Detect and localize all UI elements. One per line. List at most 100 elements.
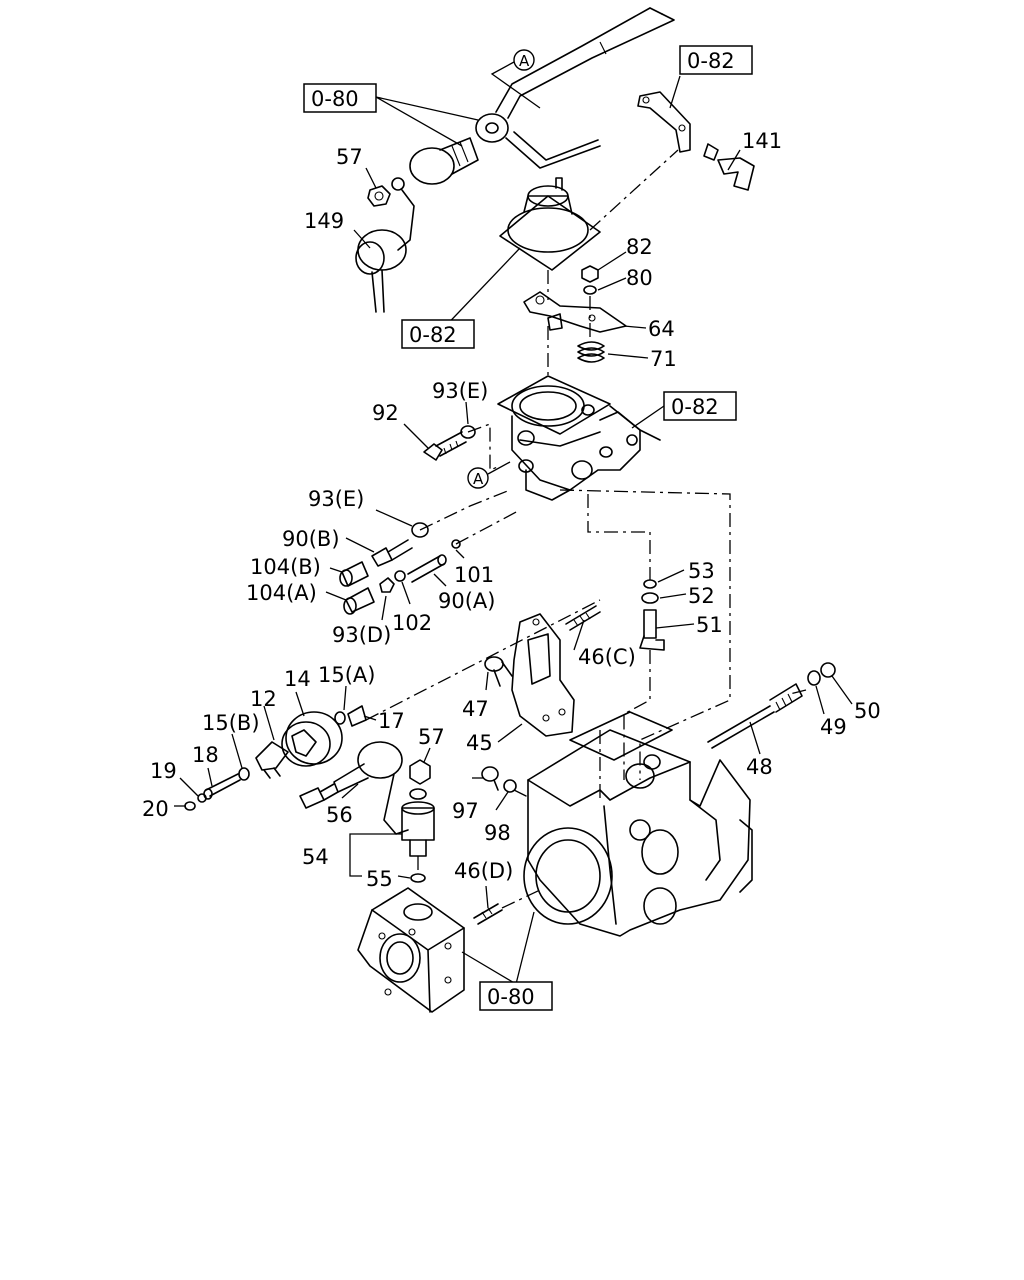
label-49: 49	[820, 715, 847, 739]
label-97: 97	[452, 799, 479, 823]
label-92: 92	[372, 401, 399, 425]
tab-17	[347, 705, 367, 727]
label-52: 52	[688, 584, 715, 608]
solenoid-54	[401, 788, 435, 857]
label-57-lower: 57	[418, 725, 445, 749]
banjo-bolt	[409, 137, 479, 185]
washer-15a	[334, 711, 346, 725]
shaft-48	[707, 683, 803, 749]
label-82: 82	[626, 235, 653, 259]
callout-a-mid: A	[467, 461, 511, 489]
label-104b: 104(B)	[250, 555, 321, 579]
nut-57-lower	[409, 759, 431, 785]
ref-box-0-82-mid-left: 0-82	[401, 319, 475, 349]
label-46d: 46(D)	[454, 859, 513, 883]
part-labels: 57 149 141 82 80 64 71 92 93(E) 93(E) 90…	[142, 129, 881, 891]
plug-104a	[343, 587, 375, 615]
label-141: 141	[742, 129, 782, 153]
label-20: 20	[142, 797, 169, 821]
alignment-lines	[365, 149, 807, 909]
label-71: 71	[650, 347, 677, 371]
nut-93d	[379, 577, 395, 593]
label-54: 54	[302, 845, 329, 869]
label-19: 19	[150, 759, 177, 783]
adapter-block	[357, 887, 465, 1013]
spring-46d	[473, 903, 503, 925]
label-12: 12	[250, 687, 277, 711]
governor-housing	[497, 375, 661, 501]
label-14: 14	[284, 667, 311, 691]
pin-51	[639, 609, 665, 651]
oring-53	[643, 579, 657, 589]
washer-52	[641, 592, 659, 604]
label-80: 80	[626, 266, 653, 290]
gear-14	[281, 711, 343, 767]
washer-102	[394, 570, 406, 582]
label-90b: 90(B)	[282, 527, 340, 551]
bracket-upper-right	[637, 91, 691, 153]
label-50: 50	[854, 699, 881, 723]
ref-box-0-82-mid-right: 0-82	[663, 391, 737, 421]
label-55: 55	[366, 867, 393, 891]
label-17: 17	[378, 709, 405, 733]
label-93d: 93(D)	[332, 623, 391, 647]
callout-a-mid-text: A	[473, 470, 484, 488]
label-47: 47	[462, 697, 489, 721]
label-149: 149	[304, 209, 344, 233]
label-102: 102	[392, 611, 432, 635]
ref-box-0-80-top: 0-80	[303, 83, 377, 113]
ref-box-0-82-top: 0-82	[679, 45, 753, 75]
bolt-92	[423, 431, 467, 461]
label-45: 45	[466, 731, 493, 755]
lever-bracket-45	[511, 613, 575, 737]
sensor-56	[299, 741, 409, 835]
ref-0-80-top: 0-80	[311, 87, 359, 111]
label-57-top: 57	[336, 145, 363, 169]
clamp-141	[703, 143, 755, 191]
nut-82	[581, 265, 599, 283]
washer-98	[503, 779, 517, 793]
label-98: 98	[484, 821, 511, 845]
ref-0-82-mid-left: 0-82	[409, 323, 457, 347]
label-101: 101	[454, 563, 494, 587]
fuel-pipe	[475, 7, 675, 169]
label-56: 56	[326, 803, 353, 827]
spring-46c	[565, 605, 601, 631]
plate-64	[523, 291, 627, 333]
washer-93e-upper	[460, 425, 476, 439]
washer-15b	[238, 767, 250, 781]
flyweight-12	[255, 741, 289, 779]
bolt-90a	[407, 554, 447, 583]
solenoid-149	[355, 229, 407, 313]
label-90a: 90(A)	[438, 589, 495, 613]
ref-0-82-mid-right: 0-82	[671, 395, 719, 419]
label-18: 18	[192, 743, 219, 767]
label-93e-lower: 93(E)	[308, 487, 364, 511]
label-93e-upper: 93(E)	[432, 379, 488, 403]
nut-50	[820, 662, 836, 678]
washer-93e-lower	[411, 522, 429, 538]
washer-49	[807, 670, 821, 686]
washer-80	[583, 285, 597, 295]
label-46c: 46(C)	[578, 645, 636, 669]
label-104a: 104(A)	[246, 581, 317, 605]
pump-housing	[523, 711, 753, 937]
oring-55	[410, 873, 426, 883]
pin-18	[203, 773, 241, 800]
ref-0-82-top: 0-82	[687, 49, 735, 73]
label-64: 64	[648, 317, 675, 341]
oring-101	[451, 539, 461, 549]
spring-71	[577, 341, 605, 363]
ref-0-80-bottom: 0-80	[487, 985, 535, 1009]
callout-a-top: A	[490, 49, 541, 109]
plug-104b	[339, 561, 369, 587]
ring-20	[184, 801, 196, 811]
diaphragm-cover	[499, 177, 601, 271]
bolt-97	[481, 766, 499, 791]
bolt-47	[484, 656, 513, 687]
nut-57-top	[367, 185, 391, 207]
bolt-90b	[371, 539, 413, 567]
label-48: 48	[746, 755, 773, 779]
leader-lines	[174, 75, 853, 985]
